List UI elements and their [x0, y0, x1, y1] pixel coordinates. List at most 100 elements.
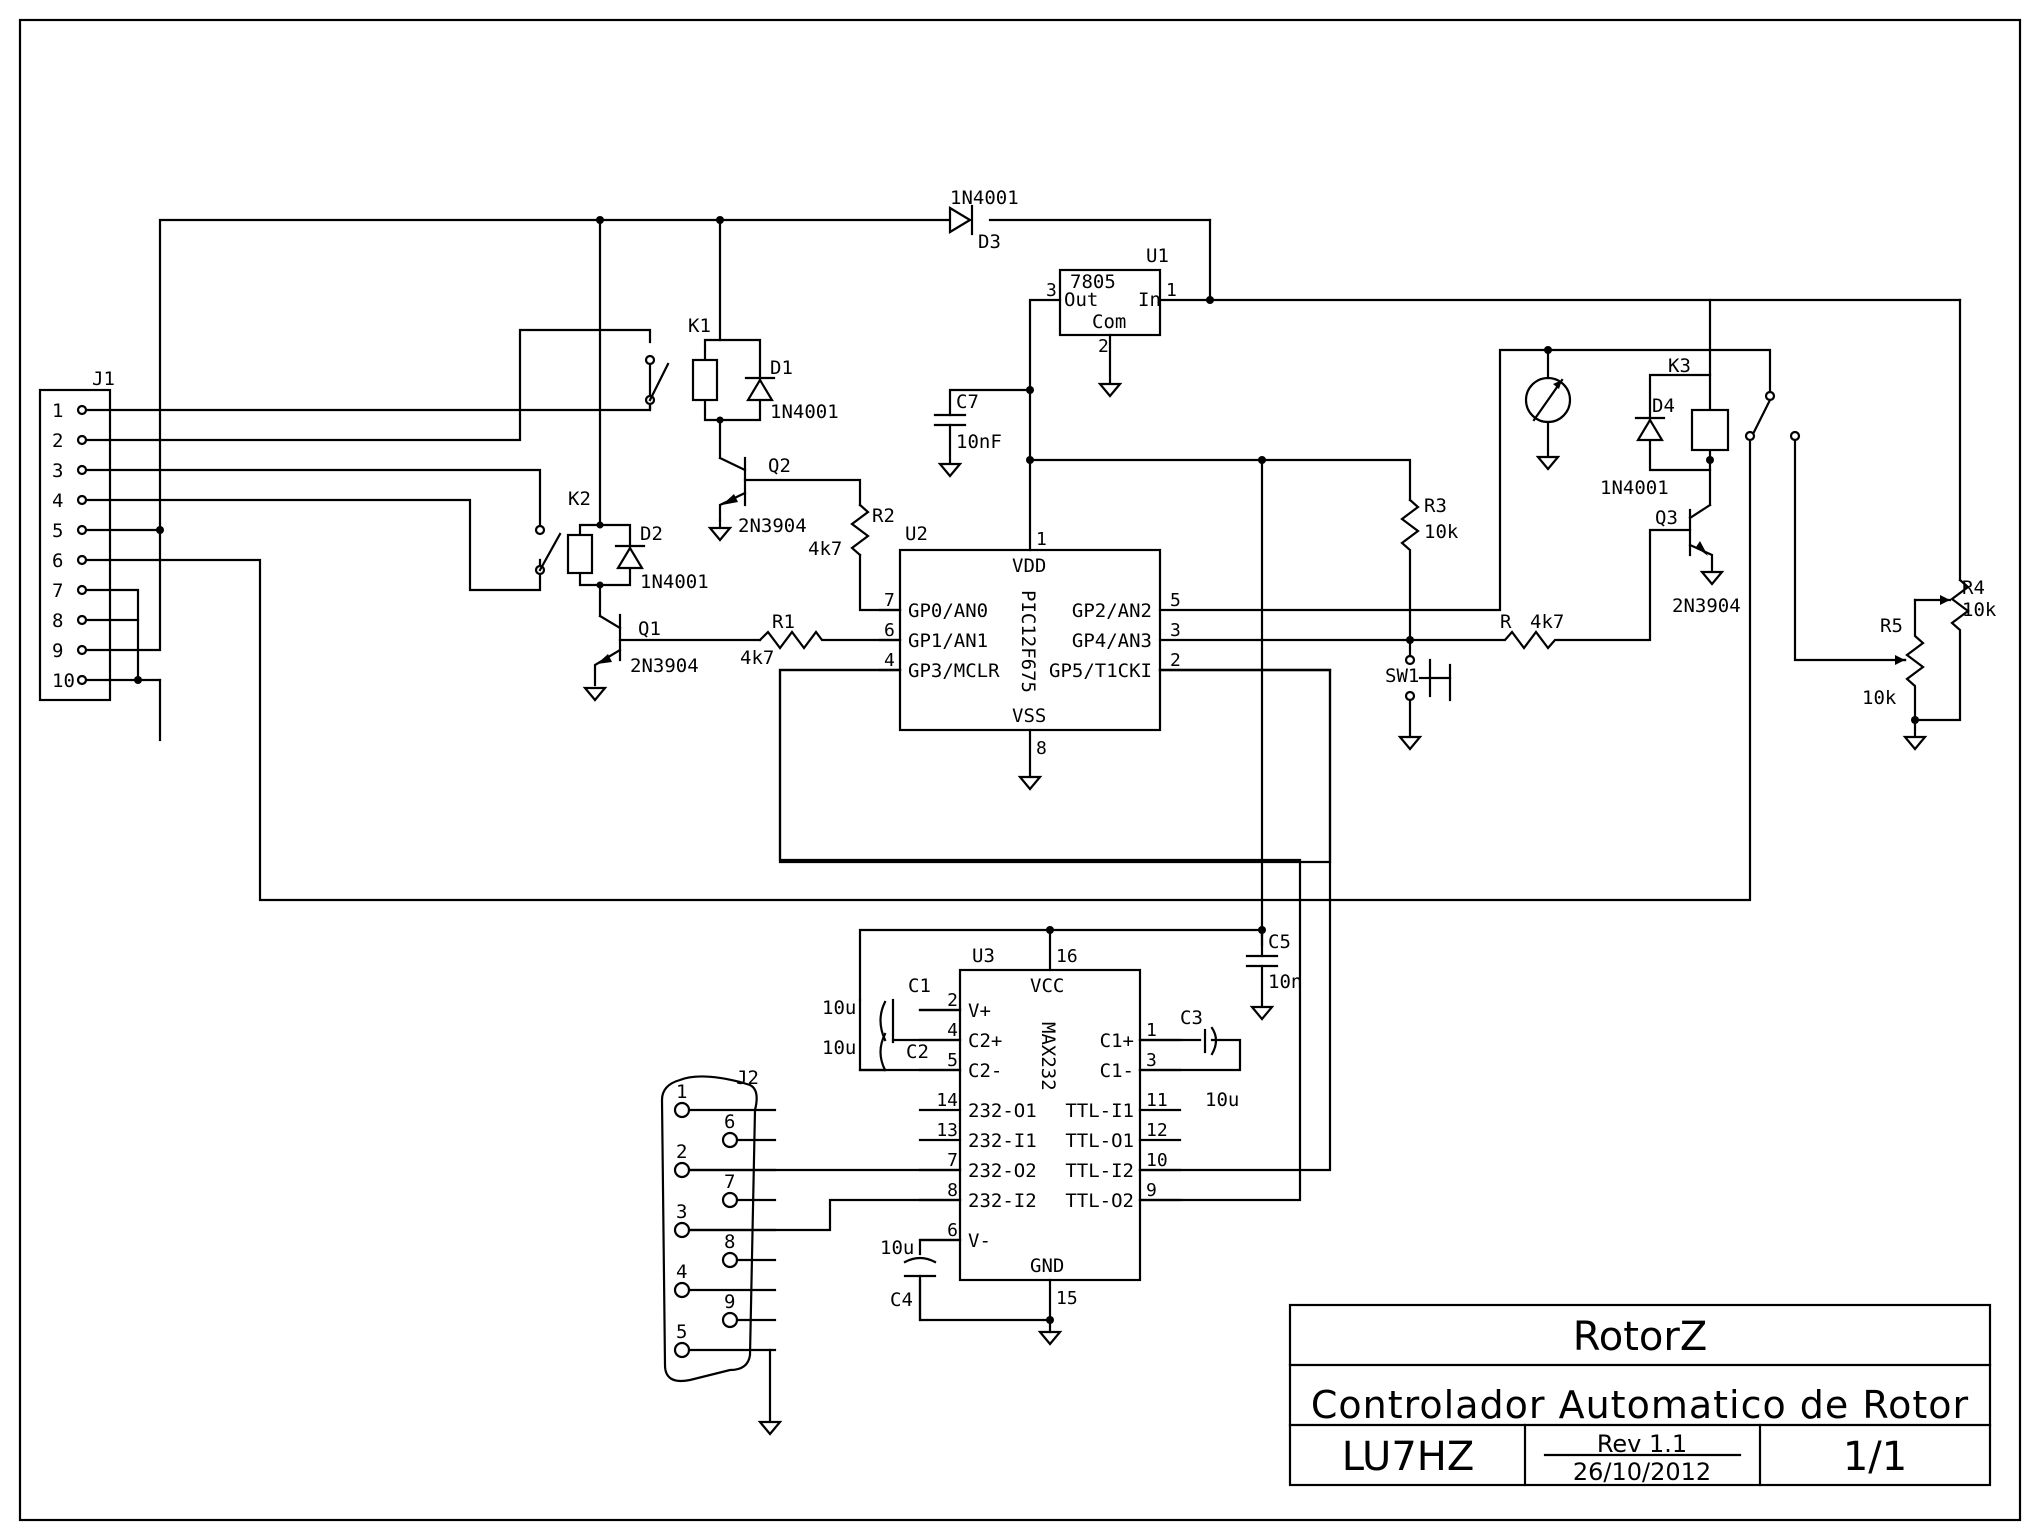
- switch-sw1: SW1: [1385, 636, 1452, 751]
- u3-left-pin-name: V-: [968, 1230, 991, 1252]
- j2-pin-label: 3: [676, 1201, 687, 1223]
- j2-pin: [673, 1101, 691, 1119]
- j1-pin-label: 10: [52, 670, 75, 692]
- project-title: RotorZ: [1573, 1314, 1707, 1360]
- r5-ref: R5: [1880, 615, 1903, 637]
- u2-right-pin-number: 2: [1170, 650, 1181, 671]
- u2-right-pin-name: GP2/AN2: [1072, 600, 1152, 622]
- u3-right-pin-name: C1-: [1100, 1060, 1134, 1082]
- resistor-r1: R1 4k7: [740, 611, 902, 669]
- j1-pin: [76, 524, 88, 536]
- transistor-q1: Q1 2N3904: [582, 613, 762, 702]
- u1-part: 7805: [1070, 271, 1116, 293]
- u3-ref: U3: [972, 945, 995, 967]
- d2-value: 1N4001: [640, 571, 709, 593]
- k3-ref: K3: [1668, 355, 1691, 377]
- j2-pin-label: 7: [724, 1171, 735, 1193]
- title-block: RotorZ Controlador Automatico de Rotor L…: [1288, 1303, 1992, 1487]
- r-ref: R: [1500, 611, 1512, 633]
- u3-gnd: GND: [1030, 1255, 1064, 1277]
- c1-value: 10u: [822, 997, 856, 1019]
- j1-pin: [76, 494, 88, 506]
- j1-pin: [76, 614, 88, 626]
- c3-value: 10u: [1205, 1089, 1239, 1111]
- j1-pin-label: 7: [52, 580, 63, 602]
- j2-pin-label: 6: [724, 1111, 735, 1133]
- j2-pin: [721, 1191, 739, 1209]
- r-value: 4k7: [1530, 611, 1564, 633]
- d4-ref: D4: [1652, 395, 1675, 417]
- j2-pin: [721, 1311, 739, 1329]
- c4-ref: C4: [890, 1289, 913, 1311]
- k2-switch: [534, 524, 562, 576]
- j2-pin-label: 9: [724, 1291, 735, 1313]
- c4-value: 10u: [880, 1237, 914, 1259]
- j2-pin-label: 8: [724, 1231, 735, 1253]
- u2-left-pin-name: GP3/MCLR: [908, 660, 1000, 682]
- k2-ref: K2: [568, 488, 591, 510]
- vdd-rail: [1026, 456, 1412, 937]
- revision-date: 26/10/2012: [1573, 1458, 1711, 1486]
- k3-switch: [1744, 390, 1907, 662]
- c5-ref: C5: [1268, 931, 1291, 953]
- r5-value: 10k: [1862, 687, 1897, 709]
- r4-value: 10k: [1962, 599, 1997, 621]
- u3-right-pin-number: 1: [1146, 1020, 1157, 1041]
- j2-ref: J2: [736, 1067, 759, 1089]
- r4-ref: R4: [1962, 577, 1985, 599]
- j2-pin-label: 4: [676, 1261, 687, 1283]
- resistor-r3: R3 10k: [1400, 495, 1459, 642]
- j1-pin-label: 6: [52, 550, 63, 572]
- sheet-number: 1/1: [1843, 1434, 1907, 1480]
- k1-switch: [644, 354, 670, 412]
- u3-right-pin-number: 10: [1146, 1150, 1168, 1171]
- u2-left-pin-name: GP0/AN0: [908, 600, 988, 622]
- u1-com-label: Com: [1092, 311, 1126, 333]
- capacitor-c1: C1 10u: [822, 975, 962, 1072]
- u1-pin-com: 2: [1098, 336, 1109, 357]
- transistor-q2: Q2 2N3904: [707, 455, 862, 542]
- q1-value: 2N3904: [630, 655, 699, 677]
- u3-right-pin-name: TTL-O1: [1065, 1130, 1134, 1152]
- u2-vdd: VDD: [1012, 555, 1046, 577]
- u3-right-pin-name: TTL-I1: [1065, 1100, 1134, 1122]
- j1-wiring: [86, 218, 1752, 902]
- u3-left-pin-name: 232-O2: [968, 1160, 1037, 1182]
- sheet-border: [18, 18, 2022, 1522]
- d4-value: 1N4001: [1600, 477, 1669, 499]
- d3-value: 1N4001: [950, 187, 1019, 209]
- u3-left-pin-number: 8: [947, 1180, 958, 1201]
- d2-ref: D2: [640, 523, 663, 545]
- capacitor-c5: C5 10n: [1245, 928, 1302, 1021]
- q3-ref: Q3: [1655, 507, 1678, 529]
- j1-pin: [76, 464, 88, 476]
- q1-ref: Q1: [638, 618, 661, 640]
- c2-ref: C2: [906, 1041, 929, 1063]
- u2-right-pin-number: 5: [1170, 590, 1181, 611]
- relay-k3: K3 D4 1N4001: [1600, 298, 1730, 507]
- j1-pin: [76, 644, 88, 656]
- u3-left-pin-number: 14: [936, 1090, 958, 1111]
- regulator-u1: 7805 Out In Com U1 3 1 2: [1028, 245, 1962, 462]
- d1-ref: D1: [770, 357, 793, 379]
- u3-left-pin-name: V+: [968, 1000, 991, 1022]
- u3-left-pin-name: C2-: [968, 1060, 1002, 1082]
- u3-right-pin-number: 3: [1146, 1050, 1157, 1071]
- c3-ref: C3: [1180, 1007, 1203, 1029]
- u3-pin-gnd: 15: [1056, 1288, 1078, 1309]
- u2-left-pin-number: 7: [884, 590, 895, 611]
- u3-right-pin-number: 9: [1146, 1180, 1157, 1201]
- capacitor-c2: C2 10u: [822, 1032, 962, 1072]
- r3-ref: R3: [1424, 495, 1447, 517]
- j2-pin-label: 2: [676, 1141, 687, 1163]
- u1-pin-in: 1: [1166, 280, 1177, 301]
- j1-pin-label: 4: [52, 490, 63, 512]
- u1-pin-out: 3: [1046, 280, 1057, 301]
- j2-pin: [673, 1161, 691, 1179]
- u3-left-pin-number: 2: [947, 990, 958, 1011]
- u2-ref: U2: [905, 523, 928, 545]
- c1-ref: C1: [908, 975, 931, 997]
- project-description: Controlador Automatico de Rotor: [1311, 1383, 1969, 1427]
- q2-ref: Q2: [768, 455, 791, 477]
